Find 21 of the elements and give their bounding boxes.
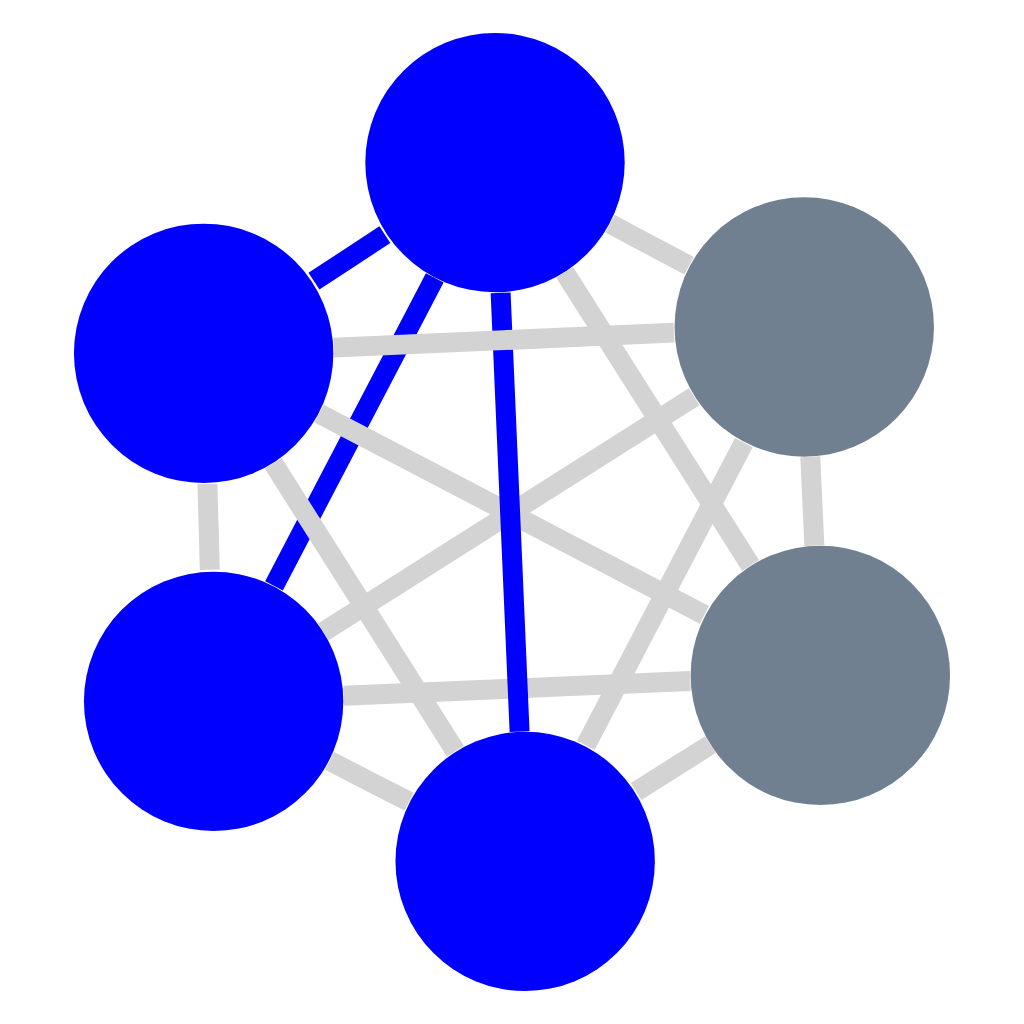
node-circle — [395, 731, 655, 992]
node-circle — [83, 571, 344, 831]
connector — [314, 404, 709, 624]
connector — [576, 438, 753, 751]
connector — [265, 273, 444, 591]
node-circle — [73, 223, 334, 483]
connector — [333, 322, 675, 358]
connector — [197, 483, 220, 571]
connector — [264, 458, 464, 757]
node-circle — [690, 545, 951, 806]
connector — [490, 292, 530, 732]
connector — [556, 267, 759, 571]
connector — [343, 670, 691, 706]
connector — [318, 388, 700, 641]
connector — [325, 752, 414, 811]
node-circle — [674, 197, 934, 457]
node-circle — [365, 32, 625, 293]
connector — [308, 226, 391, 290]
connector — [630, 736, 716, 800]
connector — [605, 214, 694, 275]
connector — [800, 456, 825, 547]
